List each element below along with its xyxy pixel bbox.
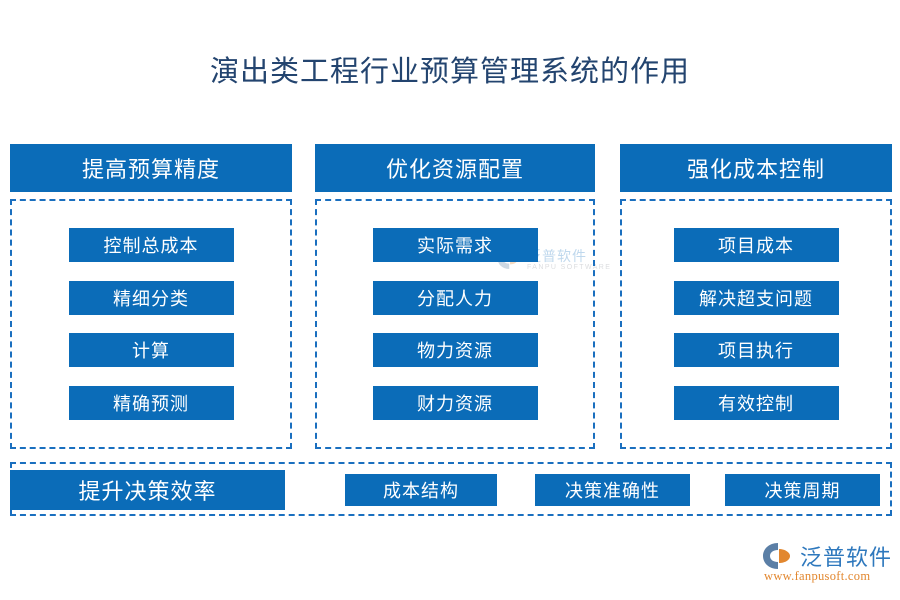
column-body-3: 项目成本 解决超支问题 项目执行 有效控制 [620, 199, 892, 449]
column-body-1: 控制总成本 精细分类 计算 精确预测 [10, 199, 292, 449]
fanpu-swoosh-icon [763, 543, 790, 569]
column-3-item[interactable]: 有效控制 [673, 386, 839, 421]
page-title: 演出类工程行业预算管理系统的作用 [209, 56, 690, 88]
column-1-item[interactable]: 精细分类 [68, 280, 234, 315]
column-body-2: 实际需求 分配人力 物力资源 财力资源 [315, 199, 595, 449]
bottom-primary-label[interactable]: 提升决策效率 [10, 470, 285, 510]
column-2-item[interactable]: 分配人力 [372, 280, 538, 315]
column-1-item[interactable]: 计算 [68, 333, 234, 368]
column-header-2[interactable]: 优化资源配置 [315, 144, 595, 192]
bottom-item[interactable]: 成本结构 [345, 474, 497, 506]
column-header-3[interactable]: 强化成本控制 [620, 144, 892, 192]
column-3-item[interactable]: 项目成本 [673, 227, 839, 262]
column-2-item[interactable]: 实际需求 [372, 227, 538, 262]
column-3-item[interactable]: 项目执行 [673, 333, 839, 368]
column-header-1[interactable]: 提高预算精度 [10, 144, 292, 192]
brand-logo: 泛普软件 www.fanpusoft.com [762, 540, 892, 590]
column-2-item[interactable]: 财力资源 [372, 386, 538, 421]
column-2-item[interactable]: 物力资源 [372, 333, 538, 368]
column-1-item[interactable]: 控制总成本 [68, 227, 234, 262]
column-1-item[interactable]: 精确预测 [68, 386, 234, 421]
brand-name: 泛普软件 [800, 545, 893, 570]
bottom-item[interactable]: 决策准确性 [535, 474, 690, 506]
column-3-item[interactable]: 解决超支问题 [673, 280, 839, 315]
bottom-item[interactable]: 决策周期 [725, 474, 880, 506]
brand-url: www.fanpusoft.com [764, 569, 871, 583]
